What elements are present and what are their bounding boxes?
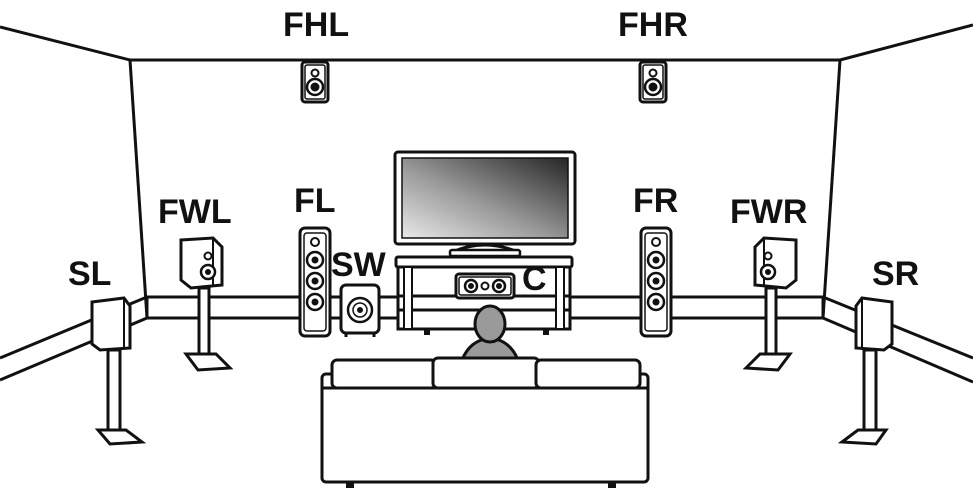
fhr-speaker [638, 60, 668, 104]
sofa [320, 356, 650, 488]
sl-label: SL [68, 255, 112, 293]
fhl-label: FHL [283, 6, 350, 44]
subwoofer [339, 283, 381, 337]
sr-speaker [837, 296, 894, 446]
sw-label: SW [331, 246, 386, 284]
fhl-speaker [300, 60, 330, 104]
back-wall-left-edge [128, 59, 149, 319]
listener [459, 304, 521, 362]
tv-screen [401, 157, 569, 239]
sl-speaker [90, 296, 147, 446]
ceiling-line-left [0, 23, 973, 62]
fwl-label: FWL [158, 193, 232, 231]
fhr-label: FHR [618, 6, 688, 44]
tv [393, 150, 577, 258]
fwr-speaker [742, 236, 798, 372]
right-baseboard-bottom [822, 316, 973, 384]
center-speaker [454, 272, 516, 300]
fr-label: FR [633, 182, 679, 220]
fwl-speaker [179, 236, 234, 372]
fr-speaker [639, 226, 673, 338]
fl-speaker [298, 226, 332, 338]
fl-label: FL [294, 182, 336, 220]
back-wall-right-edge [821, 59, 842, 319]
sr-label: SR [872, 255, 920, 293]
right-baseboard-top [822, 295, 973, 360]
c-label: C [522, 260, 547, 298]
fwr-label: FWR [730, 193, 808, 231]
